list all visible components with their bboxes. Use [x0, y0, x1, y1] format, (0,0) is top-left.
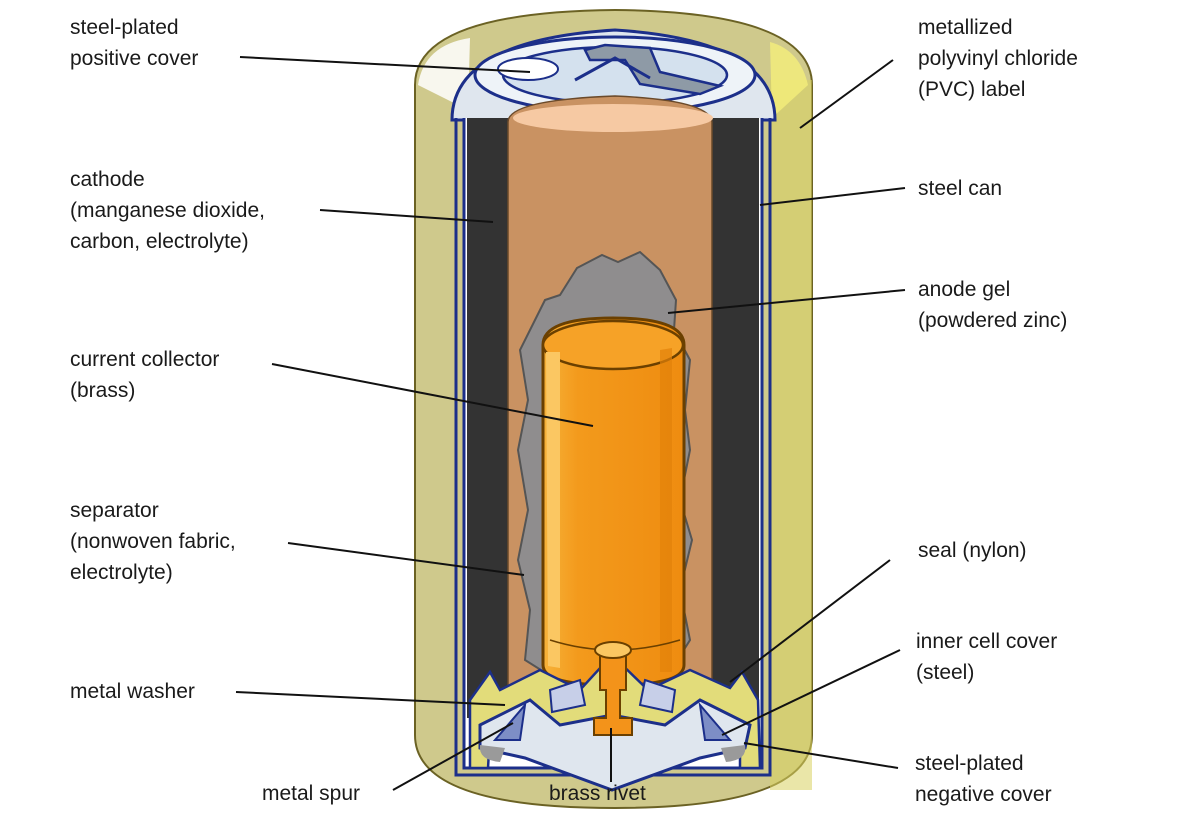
leader-inner-cell-cover: [721, 649, 901, 736]
leader-cathode: [319, 209, 494, 223]
label-line: metal washer: [70, 680, 195, 703]
label-steel-can: steel can: [918, 173, 1002, 204]
label-line: anode gel: [918, 278, 1011, 301]
leader-seal: [729, 559, 891, 683]
label-line: (manganese dioxide,: [70, 199, 265, 222]
leader-separator: [287, 542, 525, 576]
label-line: metal spur: [262, 782, 361, 805]
label-line: carbon, electrolyte): [70, 230, 249, 253]
label-line: polyvinyl chloride: [918, 47, 1078, 70]
label-cathode: cathode (manganese dioxide, carbon, elec…: [70, 164, 265, 257]
label-positive-cover: steel-plated positive cover: [70, 12, 198, 74]
leader-current-collector: [271, 363, 594, 427]
leader-metal-spur: [392, 722, 514, 791]
leader-anode-gel: [667, 289, 906, 314]
current-collector: [541, 316, 686, 687]
label-inner-cell-cover: inner cell cover (steel): [916, 626, 1057, 688]
label-line: (steel): [916, 661, 975, 684]
label-negative-cover: steel-plated negative cover: [915, 748, 1052, 810]
label-metal-spur: metal spur: [262, 778, 360, 809]
label-line: electrolyte): [70, 561, 173, 584]
leader-negative-cover: [743, 742, 899, 769]
label-line: (nonwoven fabric,: [70, 530, 236, 553]
label-separator: separator (nonwoven fabric, electrolyte): [70, 495, 236, 588]
leader-positive-cover: [239, 56, 531, 73]
leader-pvc-label: [799, 59, 894, 129]
leader-steel-can: [759, 187, 906, 206]
label-line: current collector: [70, 348, 220, 371]
label-line: seal (nylon): [918, 539, 1027, 562]
label-line: (powdered zinc): [918, 309, 1068, 332]
label-line: negative cover: [915, 783, 1052, 806]
label-line: steel-plated: [70, 16, 179, 39]
label-line: separator: [70, 499, 159, 522]
label-line: cathode: [70, 168, 145, 191]
positive-cover: [450, 28, 777, 122]
label-line: metallized: [918, 16, 1013, 39]
label-line: (PVC) label: [918, 78, 1026, 101]
label-brass-rivet: brass rivet: [549, 778, 646, 809]
label-current-collector: current collector (brass): [70, 344, 219, 406]
label-line: steel can: [918, 177, 1003, 200]
label-line: (brass): [70, 379, 136, 402]
brass-rivet: [593, 641, 633, 736]
label-line: brass rivet: [549, 782, 646, 805]
label-line: inner cell cover: [916, 630, 1058, 653]
label-metal-washer: metal washer: [70, 676, 195, 707]
leader-lines: [235, 56, 906, 791]
label-pvc: metallized polyvinyl chloride (PVC) labe…: [918, 12, 1078, 105]
label-anode-gel: anode gel (powdered zinc): [918, 274, 1067, 336]
label-seal: seal (nylon): [918, 535, 1027, 566]
label-line: positive cover: [70, 47, 199, 70]
label-line: steel-plated: [915, 752, 1024, 775]
leader-metal-washer: [235, 691, 506, 706]
